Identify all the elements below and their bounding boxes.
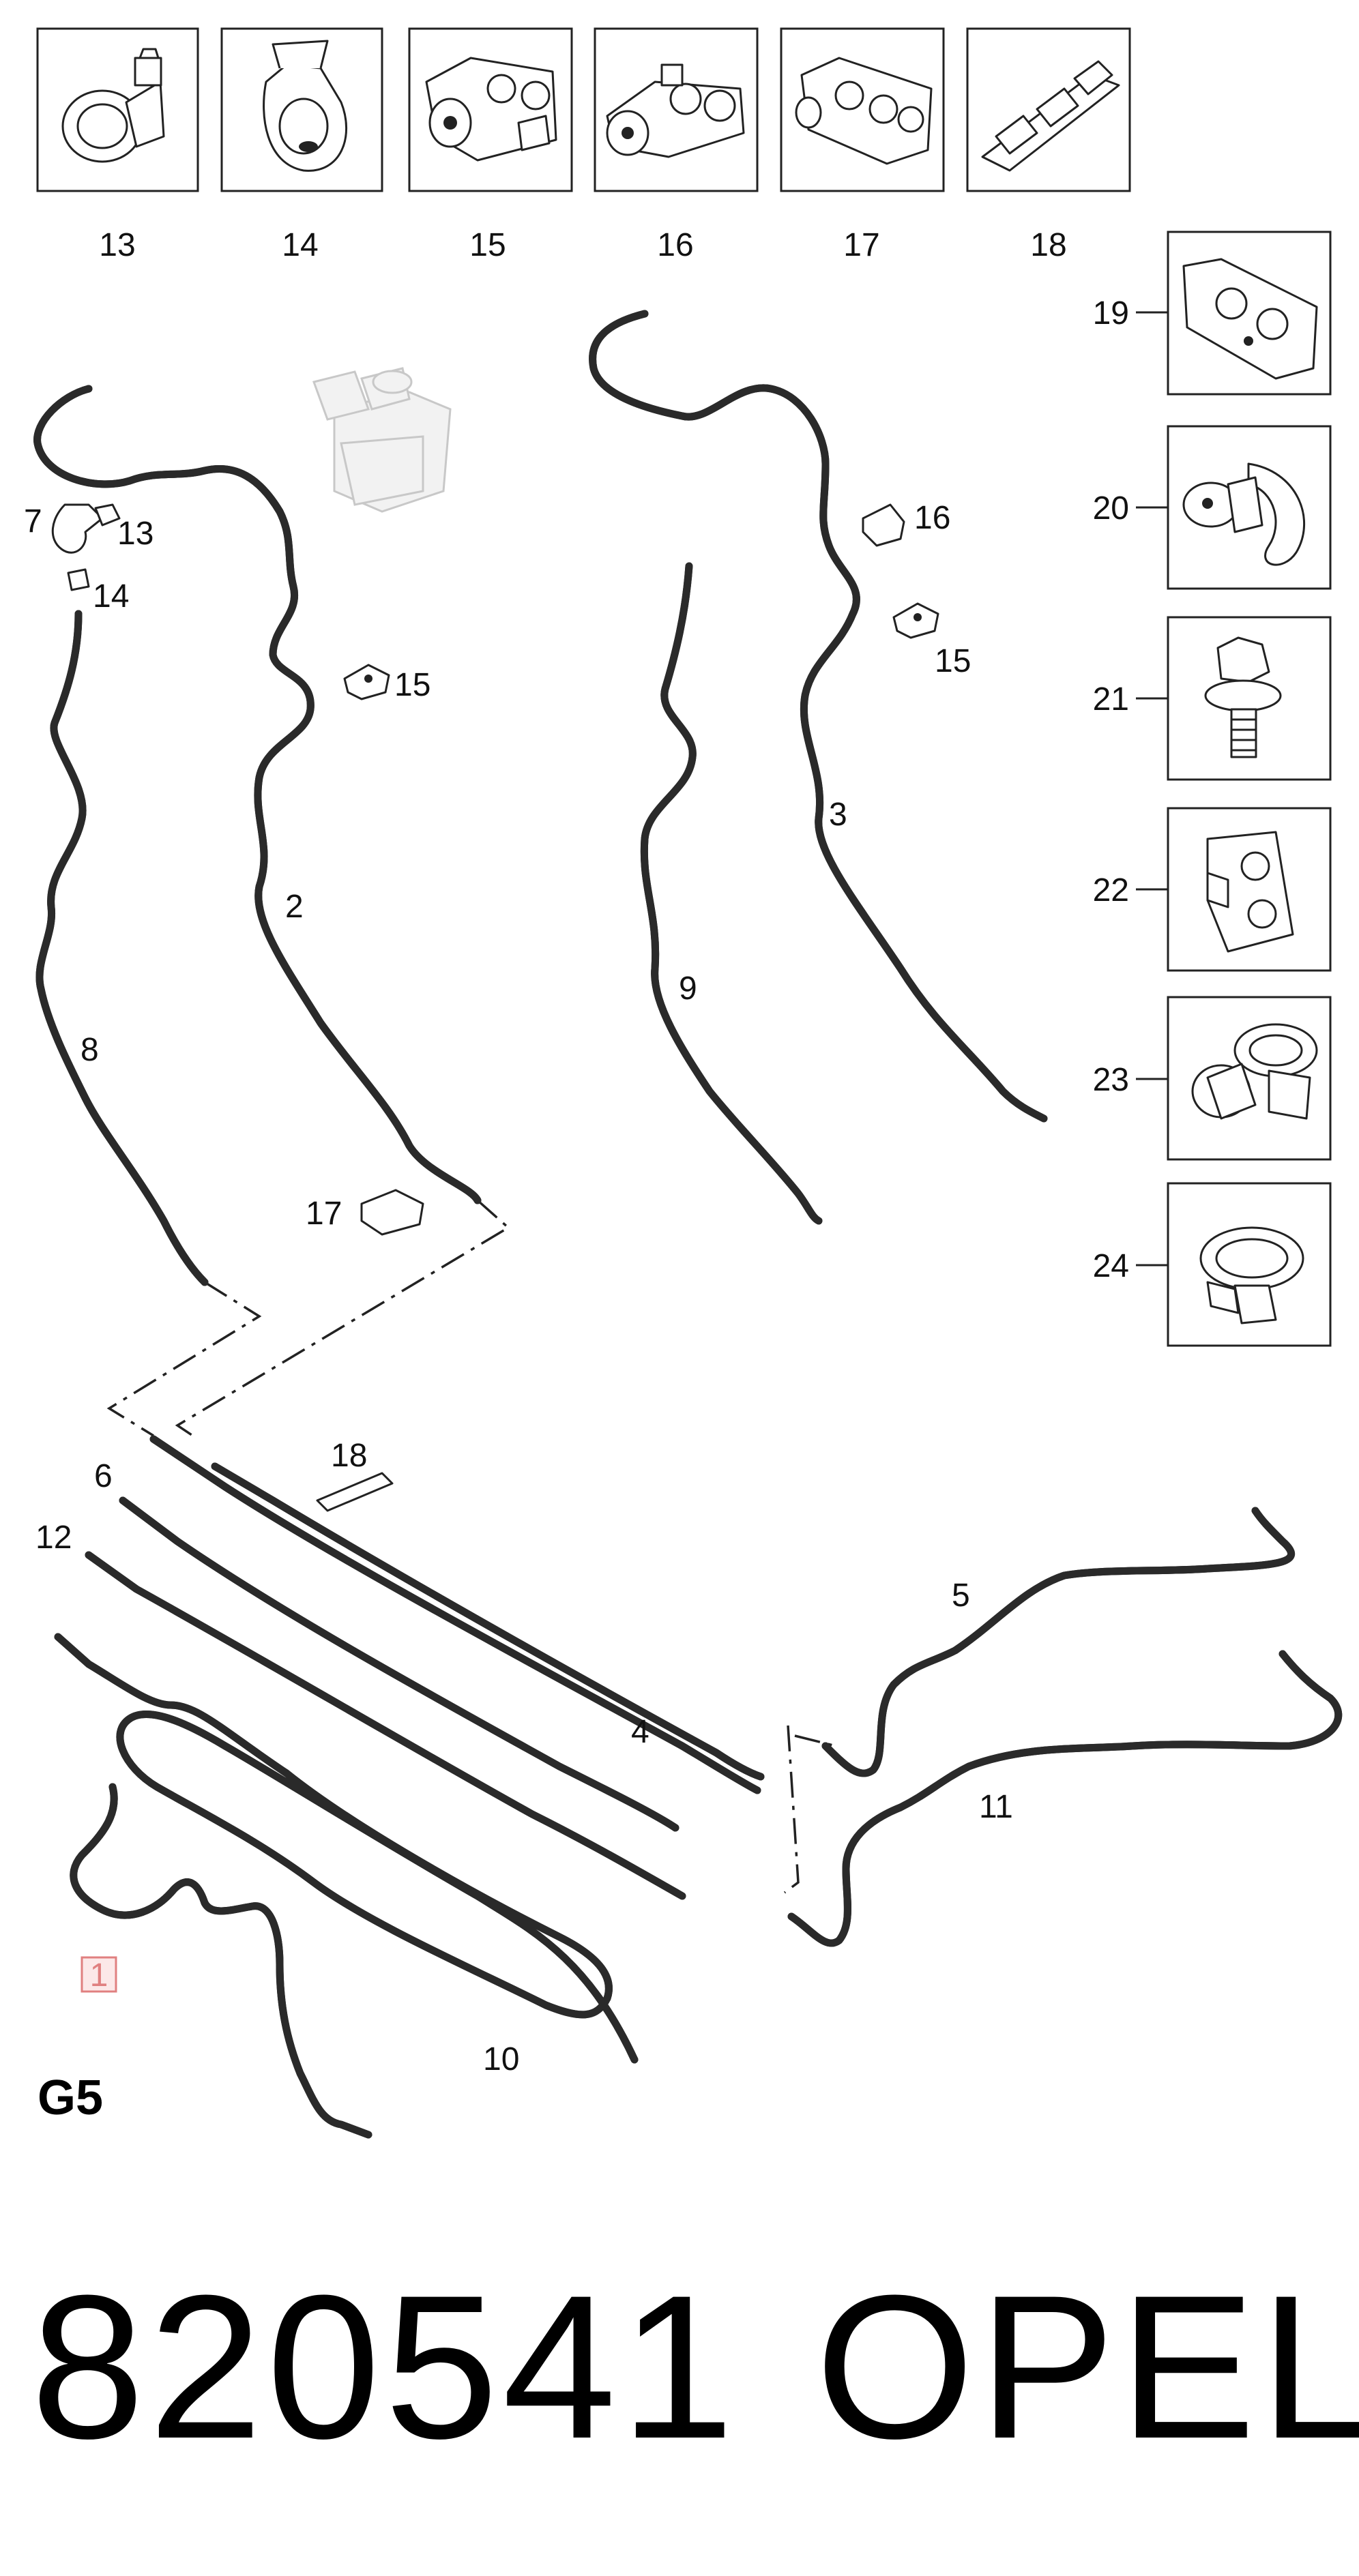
pipe-2 xyxy=(38,385,478,1204)
callout-1: 1 xyxy=(90,1957,108,1994)
part-thumb-18-label: 18 xyxy=(1030,227,1066,263)
pipe-12 xyxy=(85,1551,686,1900)
callout-6: 6 xyxy=(94,1458,113,1494)
pipe-9 xyxy=(644,562,823,1225)
callout-2: 2 xyxy=(285,889,304,925)
callout-3: 3 xyxy=(829,797,847,833)
double-clip-icon xyxy=(425,57,557,162)
part-thumb-14[interactable]: 14 xyxy=(220,27,383,263)
callout-10: 10 xyxy=(483,2041,519,2077)
part-thumb-16[interactable]: 16 xyxy=(594,27,759,263)
callout-17: 17 xyxy=(306,1196,342,1232)
bolt-icon xyxy=(1204,636,1282,758)
callout-5: 5 xyxy=(952,1578,970,1614)
part-thumb-13[interactable]: 13 xyxy=(36,27,199,263)
pipe-clip-icon xyxy=(61,48,165,163)
part-thumb-18[interactable]: 18 xyxy=(966,27,1131,263)
callout-18: 18 xyxy=(331,1438,367,1474)
clip-15a-icon xyxy=(343,664,390,700)
clip-icon xyxy=(1191,1023,1318,1120)
callouts: 7 13 14 15 16 15 3 2 9 8 17 18 6 12 5 4 … xyxy=(24,500,1013,2077)
bracket-icon xyxy=(1182,258,1318,380)
part-thumb-17[interactable]: 17 xyxy=(780,27,945,263)
clip-17-icon xyxy=(360,1189,424,1236)
pipe-6 xyxy=(119,1496,680,1832)
callout-15b: 15 xyxy=(935,643,971,679)
part-thumb-21-label: 21 xyxy=(1093,681,1129,717)
pipe-3 xyxy=(593,310,1048,1123)
part-thumb-16-label: 16 xyxy=(657,227,693,263)
strap-clip-icon xyxy=(263,40,348,172)
part-thumb-17-label: 17 xyxy=(843,227,879,263)
inline-parts xyxy=(51,503,939,1512)
clip-15b-icon xyxy=(892,602,939,639)
callout-13: 13 xyxy=(117,516,154,552)
part-thumb-13-label: 13 xyxy=(99,227,135,263)
pipe-11 xyxy=(787,1650,1339,1943)
part-thumb-20[interactable]: 20 xyxy=(1093,425,1332,590)
callout-11: 11 xyxy=(979,1789,1013,1825)
callout-4: 4 xyxy=(631,1714,649,1750)
callout-1-box[interactable] xyxy=(81,1956,117,1993)
callout-15a: 15 xyxy=(394,667,430,703)
part-thumb-23[interactable]: 23 xyxy=(1093,996,1332,1161)
part-thumb-19-label: 19 xyxy=(1093,295,1129,331)
hose-clamp-icon xyxy=(1182,462,1306,566)
clip-13-icon xyxy=(94,503,121,527)
part-thumb-14-label: 14 xyxy=(282,227,318,263)
side-parts-column: 19 20 21 xyxy=(1093,231,1332,1347)
grid-reference: G5 xyxy=(38,2071,104,2125)
ring-clamp-icon xyxy=(1199,1226,1304,1324)
triple-clip-icon xyxy=(795,57,933,165)
fuel-filter-ghost xyxy=(312,367,452,513)
part-thumb-23-label: 23 xyxy=(1093,1062,1129,1098)
screw-clip-icon xyxy=(606,63,745,158)
part-thumb-15[interactable]: 15 xyxy=(408,27,573,263)
part-thumb-22[interactable]: 22 xyxy=(1093,807,1332,972)
callout-16: 16 xyxy=(914,500,950,536)
part-thumb-22-label: 22 xyxy=(1093,872,1129,908)
pipe-5 xyxy=(821,1507,1291,1773)
callout-8: 8 xyxy=(81,1032,99,1068)
part-thumb-15-label: 15 xyxy=(469,227,506,263)
callout-9: 9 xyxy=(679,971,697,1007)
connector-lines xyxy=(106,1199,836,1894)
clip-16-icon xyxy=(862,503,905,547)
part-thumb-19[interactable]: 19 xyxy=(1093,231,1332,396)
pipes xyxy=(38,310,1339,2139)
part-thumb-24-label: 24 xyxy=(1093,1248,1129,1284)
pipe-10 xyxy=(54,1633,639,2064)
brand-name: OPEL xyxy=(815,2252,1359,2481)
rail-clip-icon xyxy=(981,60,1120,172)
top-parts-row: 13 14 15 xyxy=(36,27,1131,263)
retainer-icon xyxy=(1206,831,1294,953)
callout-14: 14 xyxy=(93,578,129,615)
part-thumb-20-label: 20 xyxy=(1093,490,1129,527)
pipe-8 xyxy=(40,610,205,1286)
pipe-4 xyxy=(149,1435,765,1794)
part-thumb-24[interactable]: 24 xyxy=(1093,1182,1332,1347)
pipe-1 xyxy=(74,1783,368,2139)
part-thumb-21[interactable]: 21 xyxy=(1093,616,1332,781)
callout-7: 7 xyxy=(24,503,42,539)
callout-12: 12 xyxy=(35,1520,72,1556)
clip-14-icon xyxy=(67,568,90,591)
elbow-7-icon xyxy=(51,503,104,554)
part-number-code: 820541 xyxy=(31,2252,739,2481)
clip-18-icon xyxy=(316,1472,394,1512)
